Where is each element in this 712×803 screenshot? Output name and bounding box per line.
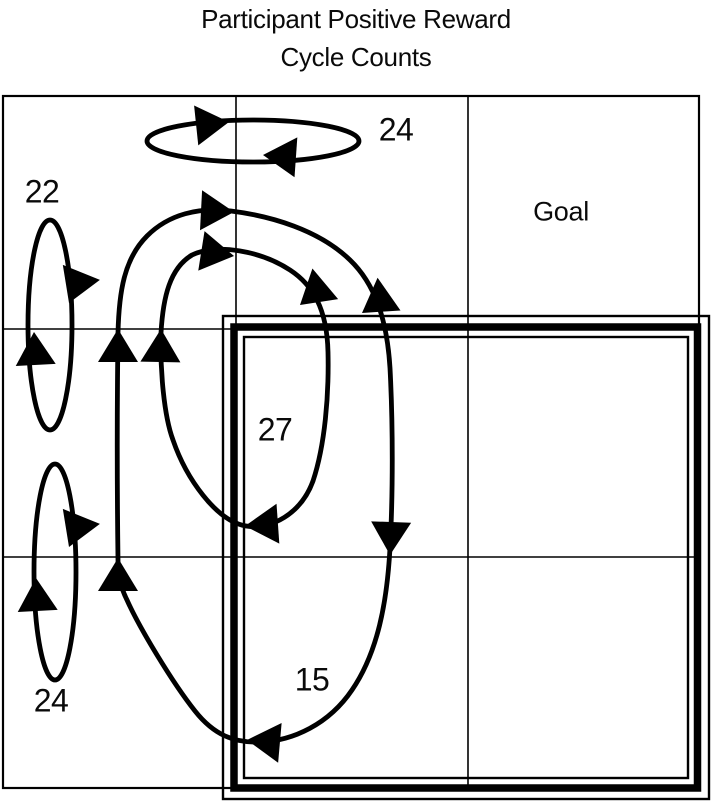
cycle-count-top: 24 [378, 111, 414, 148]
figure-title-line2: Cycle Counts [280, 42, 432, 72]
grid-lines [1, 94, 701, 790]
arrowhead-icon [371, 521, 412, 555]
cycle-count-left-upper: 22 [24, 173, 60, 210]
cycle-left-lower-ellipse [31, 461, 79, 683]
cycle-count-outer: 15 [294, 661, 330, 698]
region-border-inner [242, 335, 690, 780]
arrowhead-icon [15, 332, 56, 367]
cycle-count-middle: 27 [257, 411, 293, 448]
arrowhead-icon [98, 558, 138, 591]
arrowhead-icon [199, 190, 234, 231]
cycle-count-left-lower: 24 [33, 682, 69, 719]
arrowhead-icon [17, 578, 58, 613]
region-border-thick [230, 323, 702, 792]
arrowhead-icon [362, 277, 401, 313]
cycle-left-upper-ellipse [25, 217, 75, 433]
cycle-outer-loop [114, 207, 395, 745]
arrowhead-icon [300, 268, 339, 305]
region-border-outer [221, 314, 711, 801]
arrowhead-icon [247, 722, 282, 763]
arrowhead-icon [98, 329, 138, 362]
arrowhead-icon [198, 231, 234, 271]
arrowhead-icon [140, 329, 181, 363]
goal-cell-label: Goal [533, 196, 589, 227]
figure-title-line1: Participant Positive Reward [201, 4, 511, 34]
highlighted-region-border [221, 314, 711, 801]
cycle-arrowheads [15, 105, 412, 763]
figure-title: Participant Positive Reward Cycle Counts [0, 0, 712, 76]
arrowhead-icon [62, 508, 100, 547]
arrowhead-icon [245, 503, 280, 544]
cycle-top-ellipse [144, 117, 362, 165]
grid-outer-border [1, 94, 701, 790]
arrowhead-icon [263, 137, 298, 178]
arrowhead-icon [194, 105, 229, 146]
arrowhead-icon [62, 264, 100, 303]
